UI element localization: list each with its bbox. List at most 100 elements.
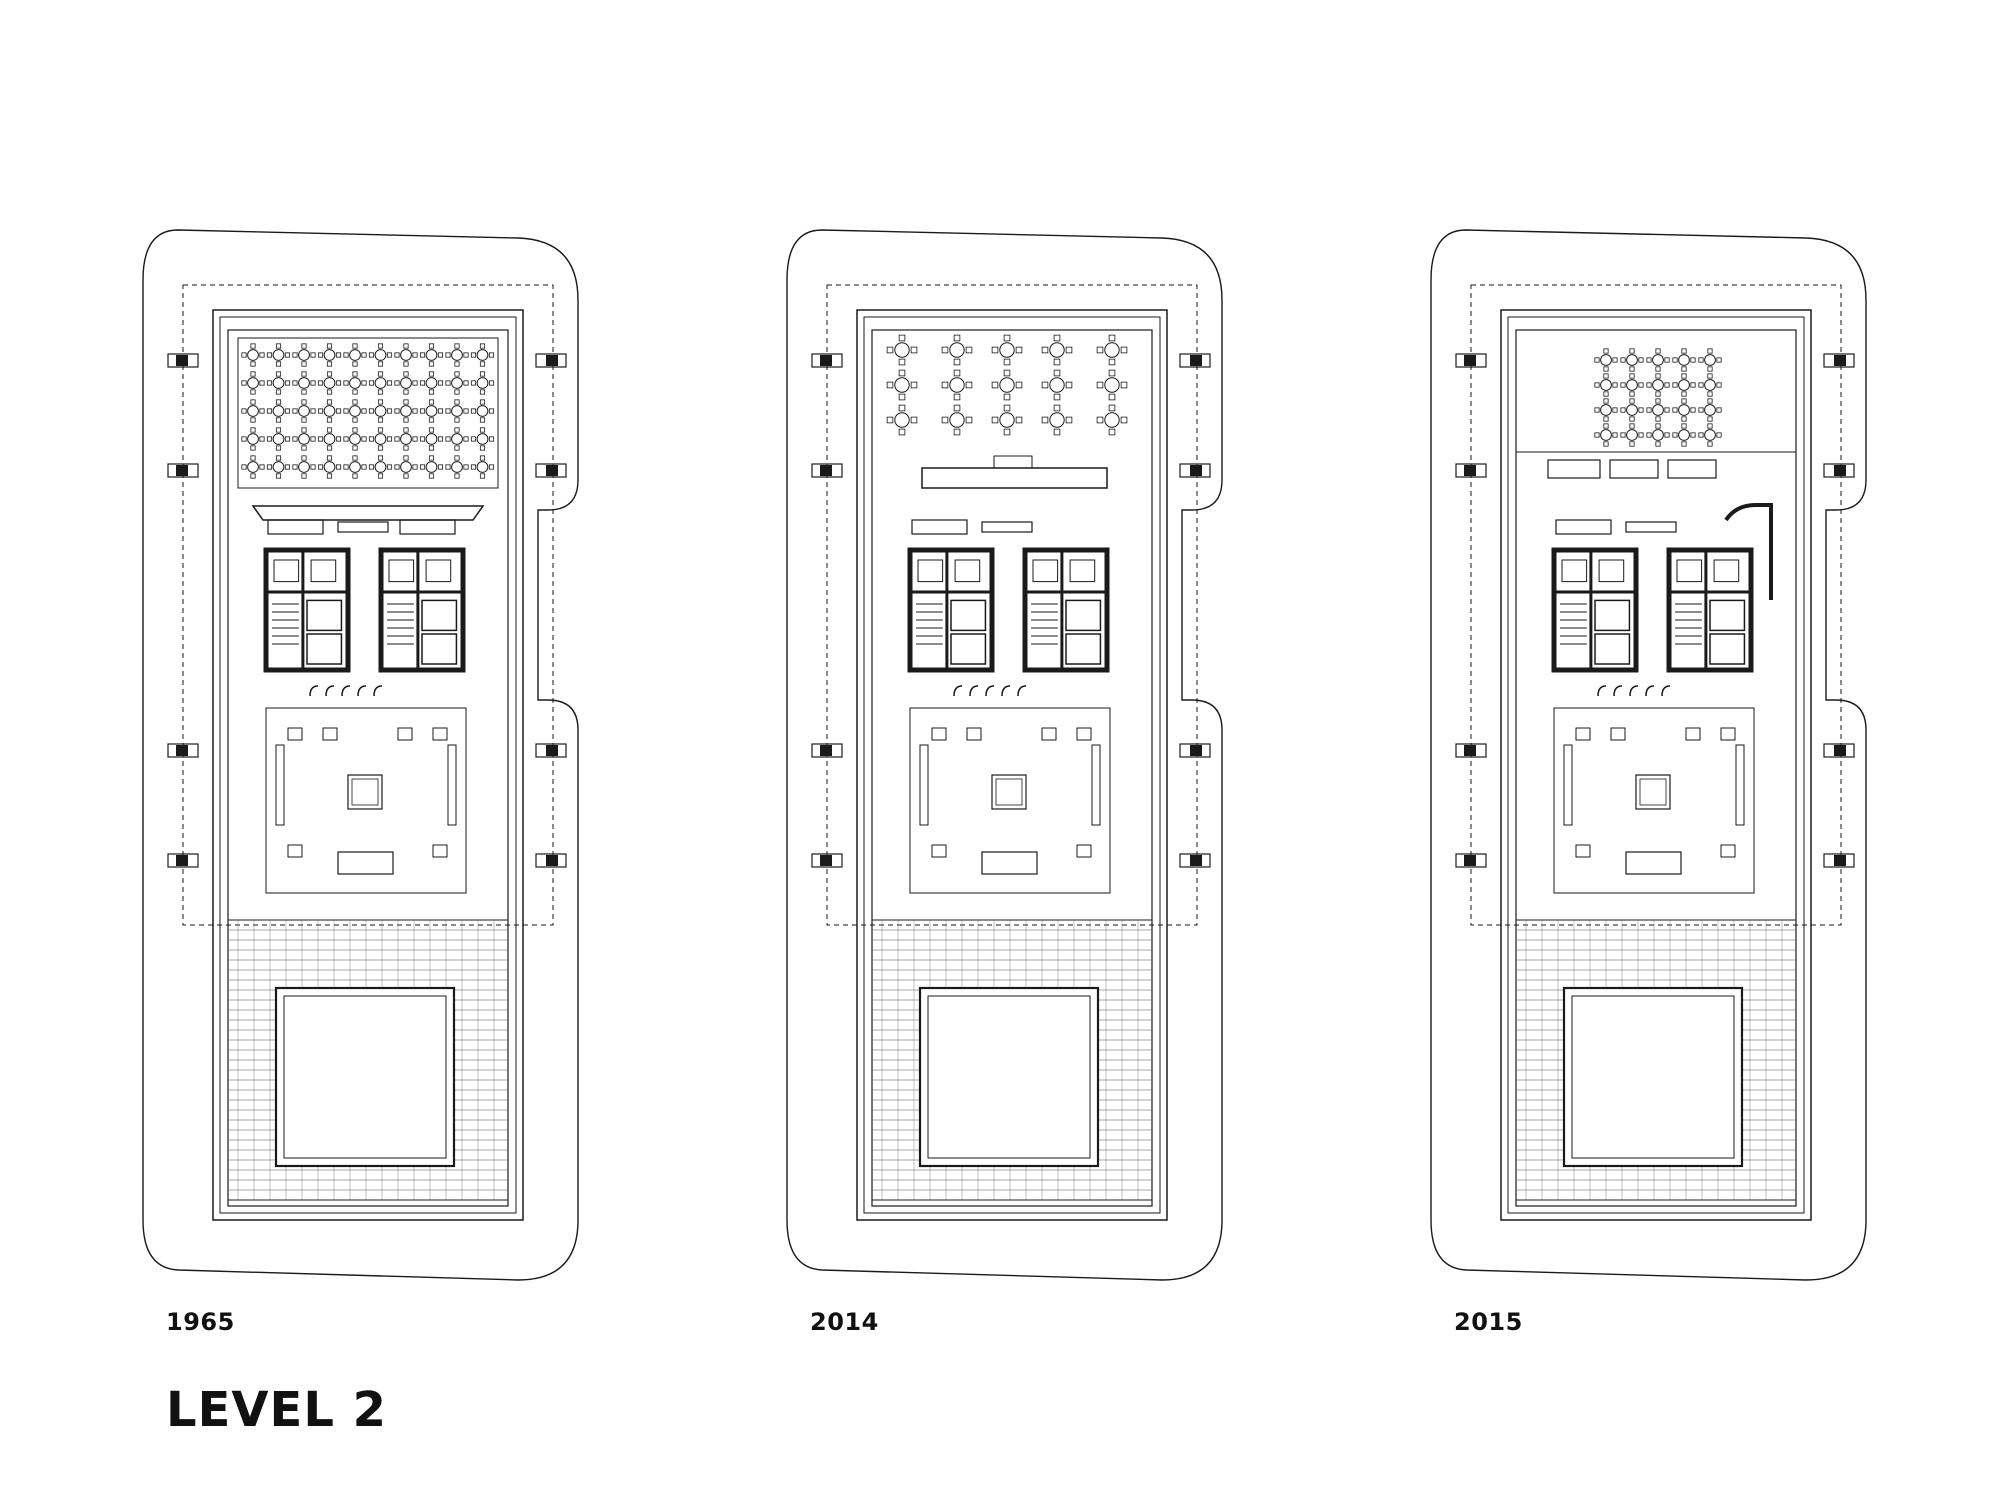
sofa-east	[1735, 744, 1745, 826]
lounge-chair-1	[966, 727, 982, 741]
column-left-3	[167, 853, 199, 868]
bar-counter	[251, 505, 485, 521]
lounge-chair-2	[397, 727, 413, 741]
floor-plan-1965	[138, 220, 598, 1290]
north-seating-area	[237, 337, 499, 489]
lounge-chair-5	[1720, 844, 1736, 858]
curved-bar	[1724, 503, 1773, 600]
lounge-chair-3	[432, 727, 448, 741]
column-left-1	[167, 463, 199, 478]
building-shell	[1500, 309, 1812, 1221]
kitchen-counter-1	[1547, 459, 1601, 479]
service-core-east	[378, 547, 466, 673]
floor-plan-2014	[782, 220, 1242, 1290]
column-right-1	[1179, 463, 1211, 478]
plan-year-label-1965: 1965	[166, 1308, 235, 1336]
north-seating-area	[886, 334, 1128, 436]
column-left-0	[811, 353, 843, 368]
column-left-2	[167, 743, 199, 758]
plan-year-label-2015: 2015	[1454, 1308, 1523, 1336]
sofa-west	[919, 744, 929, 826]
interior-wall	[227, 329, 509, 1207]
lounge-chair-0	[931, 727, 947, 741]
column-left-2	[811, 743, 843, 758]
central-table	[1635, 774, 1671, 810]
site-outline	[142, 229, 579, 1281]
sofa-east	[1091, 744, 1101, 826]
lounge-chair-0	[1575, 727, 1591, 741]
column-right-3	[535, 853, 567, 868]
floor-plan-2015	[1426, 220, 1886, 1290]
south-lounge-area	[1553, 707, 1755, 894]
lounge-chair-2	[1041, 727, 1057, 741]
south-lounge-area	[909, 707, 1111, 894]
column-right-2	[1823, 743, 1855, 758]
plan-drawing	[1430, 229, 1867, 1281]
canopy-dashed-line	[826, 284, 1198, 926]
courtyard-void	[1562, 986, 1744, 1168]
column-right-2	[535, 743, 567, 758]
lounge-chair-5	[432, 844, 448, 858]
column-left-3	[811, 853, 843, 868]
column-left-3	[1455, 853, 1487, 868]
column-left-1	[1455, 463, 1487, 478]
south-lounge-area	[265, 707, 467, 894]
column-right-3	[1179, 853, 1211, 868]
canopy-dashed-line	[1470, 284, 1842, 926]
lounge-chair-0	[287, 727, 303, 741]
central-table	[991, 774, 1027, 810]
central-table	[347, 774, 383, 810]
courtyard-void	[918, 986, 1100, 1168]
plan-drawing	[142, 229, 579, 1281]
building-shell	[212, 309, 524, 1221]
counter-row	[911, 519, 1033, 535]
column-right-0	[1823, 353, 1855, 368]
kitchen-counter-3	[1667, 459, 1717, 479]
counter-row	[1555, 519, 1677, 535]
service-core-east	[1022, 547, 1110, 673]
column-right-3	[1823, 853, 1855, 868]
lounge-chair-2	[1685, 727, 1701, 741]
lounge-chair-4	[287, 844, 303, 858]
sofa-west	[275, 744, 285, 826]
sofa-west	[1563, 744, 1573, 826]
building-shell	[856, 309, 1168, 1221]
column-left-2	[1455, 743, 1487, 758]
lounge-chair-4	[1575, 844, 1591, 858]
lounge-chair-3	[1076, 727, 1092, 741]
kitchen-counter-2	[1609, 459, 1659, 479]
plan-year-label-2014: 2014	[810, 1308, 879, 1336]
counter-row	[267, 519, 456, 535]
column-right-0	[1179, 353, 1211, 368]
column-left-1	[811, 463, 843, 478]
interior-wall	[1515, 329, 1797, 1207]
column-right-2	[1179, 743, 1211, 758]
lounge-chair-4	[931, 844, 947, 858]
service-core-east	[1666, 547, 1754, 673]
bar-counter	[921, 467, 1108, 489]
column-right-1	[1823, 463, 1855, 478]
site-outline	[786, 229, 1223, 1281]
lounge-chair-1	[1610, 727, 1626, 741]
canopy-dashed-line	[182, 284, 554, 926]
service-core-west	[907, 547, 995, 673]
low-table	[1625, 851, 1682, 875]
north-seating-area	[1516, 348, 1796, 453]
lounge-chair-1	[322, 727, 338, 741]
plan-drawing	[786, 229, 1223, 1281]
low-table	[981, 851, 1038, 875]
column-right-0	[535, 353, 567, 368]
interior-wall	[871, 329, 1153, 1207]
column-left-0	[167, 353, 199, 368]
site-outline	[1430, 229, 1867, 1281]
level-title: LEVEL 2	[166, 1382, 388, 1438]
service-core-west	[1551, 547, 1639, 673]
column-right-1	[535, 463, 567, 478]
service-core-west	[263, 547, 351, 673]
courtyard-void	[274, 986, 456, 1168]
lounge-chair-5	[1076, 844, 1092, 858]
column-left-0	[1455, 353, 1487, 368]
lounge-chair-3	[1720, 727, 1736, 741]
sofa-east	[447, 744, 457, 826]
low-table	[337, 851, 394, 875]
